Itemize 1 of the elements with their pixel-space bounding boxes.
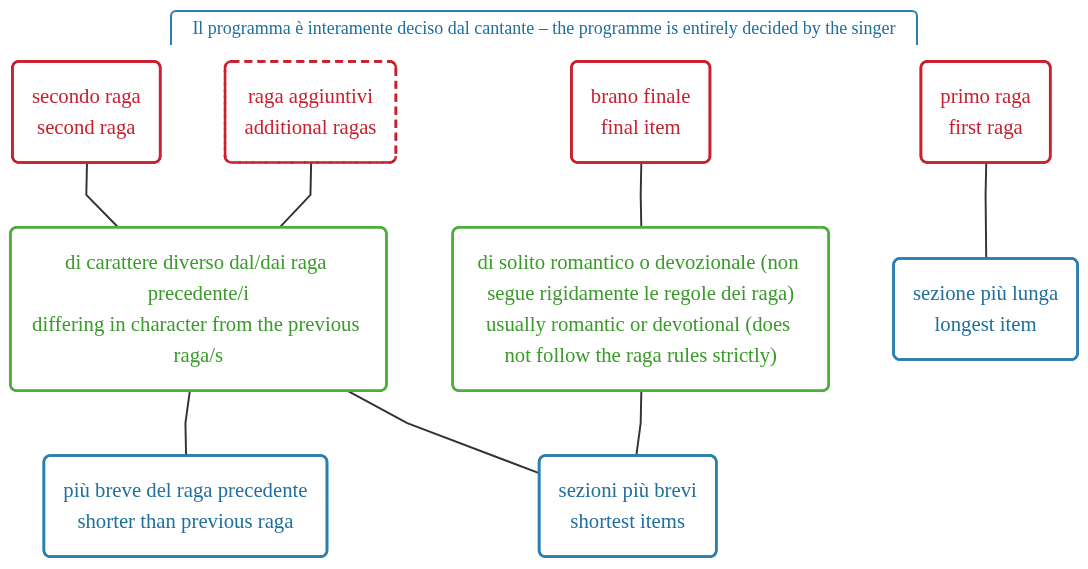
title: Il programma è interamente deciso dal cantante – the programme is entirely decided by the singer: [170, 10, 918, 45]
